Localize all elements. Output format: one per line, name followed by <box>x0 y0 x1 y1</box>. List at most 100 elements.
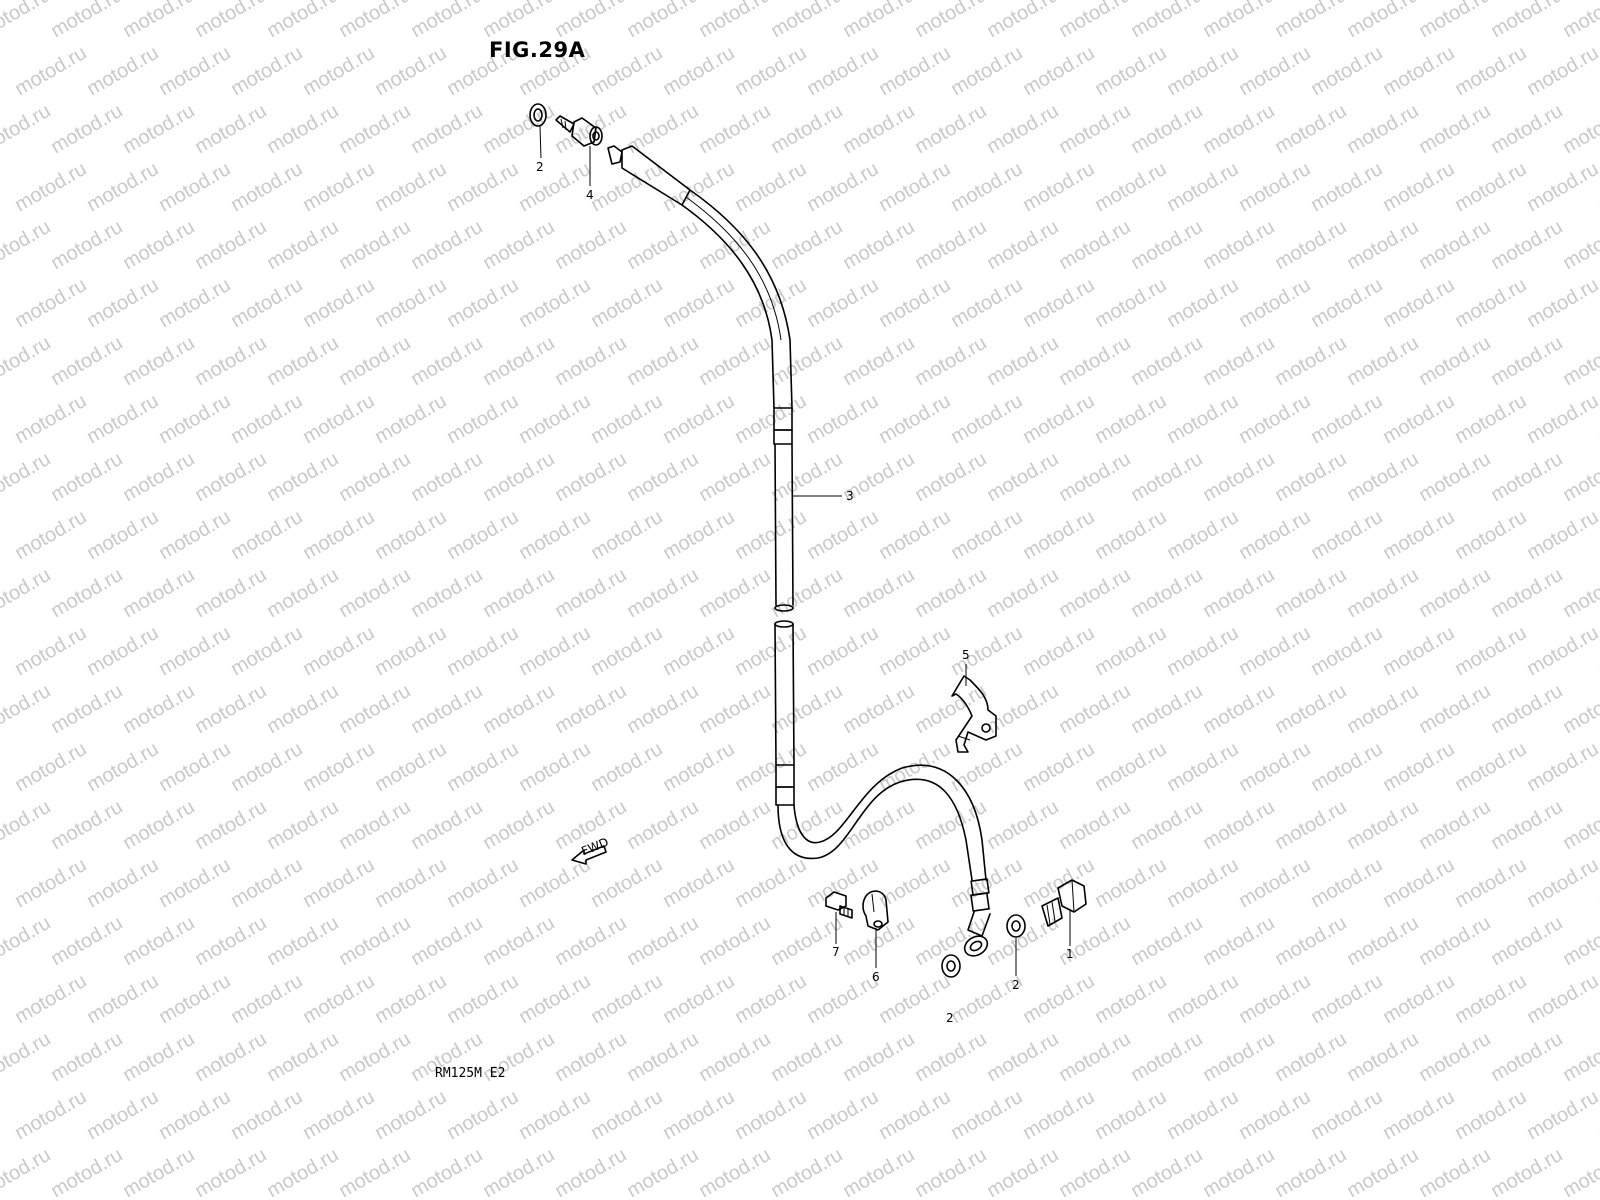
watermark-text: motod.ru <box>1451 622 1530 681</box>
watermark-text: motod.ru <box>515 970 594 1029</box>
watermark-text: motod.ru <box>299 42 378 101</box>
watermark-text: motod.ru <box>695 796 774 855</box>
watermark-text: motod.ru <box>1487 680 1566 739</box>
watermark-text: motod.ru <box>479 216 558 275</box>
watermark-text: motod.ru <box>803 738 882 797</box>
watermark-text: motod.ru <box>767 564 846 623</box>
watermark-text: motod.ru <box>587 158 666 217</box>
watermark-text: motod.ru <box>1559 680 1600 739</box>
watermark-text: motod.ru <box>515 622 594 681</box>
watermark-text: motod.ru <box>1271 1144 1350 1200</box>
watermark-text: motod.ru <box>1415 100 1494 159</box>
watermark-text: motod.ru <box>1307 42 1386 101</box>
watermark-text: motod.ru <box>731 390 810 449</box>
watermark-text: motod.ru <box>1559 0 1600 42</box>
watermark-text: motod.ru <box>515 1086 594 1145</box>
watermark-text: motod.ru <box>443 158 522 217</box>
watermark-text: motod.ru <box>227 1086 306 1145</box>
watermark-text: motod.ru <box>911 1028 990 1087</box>
watermark-text: motod.ru <box>263 0 342 42</box>
watermark-text: motod.ru <box>47 332 126 391</box>
watermark-text: motod.ru <box>1127 0 1206 42</box>
watermark-text: motod.ru <box>1019 274 1098 333</box>
watermark-text: motod.ru <box>695 1144 774 1200</box>
callout-part-2-top: 2 <box>536 160 544 174</box>
watermark-text: motod.ru <box>947 274 1026 333</box>
watermark-text: motod.ru <box>911 332 990 391</box>
watermark-text: motod.ru <box>1343 912 1422 971</box>
watermark-text: motod.ru <box>1559 564 1600 623</box>
watermark-text: motod.ru <box>1235 970 1314 1029</box>
watermark-text: motod.ru <box>83 970 162 1029</box>
watermark-text: motod.ru <box>1451 506 1530 565</box>
watermark-text: motod.ru <box>803 854 882 913</box>
watermark-text: motod.ru <box>227 506 306 565</box>
watermark-text: motod.ru <box>0 0 54 42</box>
watermark-text: motod.ru <box>1199 0 1278 42</box>
watermark-text: motod.ru <box>623 564 702 623</box>
watermark-text: motod.ru <box>767 100 846 159</box>
callout-part-1: 1 <box>1066 947 1074 961</box>
watermark-text: motod.ru <box>1271 0 1350 42</box>
watermark-text: motod.ru <box>695 332 774 391</box>
watermark-text: motod.ru <box>299 854 378 913</box>
watermark-text: motod.ru <box>227 622 306 681</box>
watermark-text: motod.ru <box>1019 42 1098 101</box>
watermark-text: motod.ru <box>1055 448 1134 507</box>
watermark-text: motod.ru <box>1235 506 1314 565</box>
watermark-text: motod.ru <box>1559 1144 1600 1200</box>
watermark-text: motod.ru <box>983 100 1062 159</box>
watermark-text: motod.ru <box>1451 970 1530 1029</box>
watermark-text: motod.ru <box>1163 506 1242 565</box>
watermark-text: motod.ru <box>335 1144 414 1200</box>
watermark-text: motod.ru <box>1271 332 1350 391</box>
watermark-text: motod.ru <box>1451 854 1530 913</box>
watermark-text: motod.ru <box>11 622 90 681</box>
watermark-text: motod.ru <box>947 622 1026 681</box>
watermark-text: motod.ru <box>1055 564 1134 623</box>
watermark-text: motod.ru <box>1343 332 1422 391</box>
watermark-text: motod.ru <box>1523 42 1600 101</box>
watermark-text: motod.ru <box>1199 100 1278 159</box>
watermark-text: motod.ru <box>1019 738 1098 797</box>
watermark-text: motod.ru <box>1091 42 1170 101</box>
watermark-text: motod.ru <box>1487 564 1566 623</box>
watermark-text: motod.ru <box>1451 274 1530 333</box>
watermark-text: motod.ru <box>659 622 738 681</box>
watermark-text: motod.ru <box>1415 0 1494 42</box>
watermark-text: motod.ru <box>587 390 666 449</box>
watermark-text: motod.ru <box>1451 390 1530 449</box>
watermark-text: motod.ru <box>1127 100 1206 159</box>
watermark-text: motod.ru <box>875 1086 954 1145</box>
watermark-text: motod.ru <box>947 390 1026 449</box>
watermark-text: motod.ru <box>263 216 342 275</box>
watermark-text: motod.ru <box>1487 0 1566 42</box>
watermark-text: motod.ru <box>587 622 666 681</box>
watermark-text: motod.ru <box>1055 0 1134 42</box>
watermark-text: motod.ru <box>1199 912 1278 971</box>
watermark-text: motod.ru <box>1523 854 1600 913</box>
watermark-text: motod.ru <box>407 564 486 623</box>
watermark-text: motod.ru <box>47 796 126 855</box>
watermark-text: motod.ru <box>299 390 378 449</box>
clamp-part-5 <box>951 675 997 753</box>
watermark-text: motod.ru <box>1271 564 1350 623</box>
watermark-text: motod.ru <box>1343 100 1422 159</box>
watermark-text: motod.ru <box>1559 332 1600 391</box>
watermark-text: motod.ru <box>767 0 846 42</box>
watermark-text: motod.ru <box>1127 1028 1206 1087</box>
watermark-text: motod.ru <box>1379 274 1458 333</box>
callout-part-6: 6 <box>872 970 880 984</box>
watermark-text: motod.ru <box>479 448 558 507</box>
watermark-text: motod.ru <box>1415 680 1494 739</box>
watermark-text: motod.ru <box>983 0 1062 42</box>
watermark-text: motod.ru <box>371 158 450 217</box>
watermark-text: motod.ru <box>1235 390 1314 449</box>
watermark-text: motod.ru <box>1127 796 1206 855</box>
watermark-text: motod.ru <box>695 1028 774 1087</box>
watermark-text: motod.ru <box>983 796 1062 855</box>
watermark-text: motod.ru <box>875 506 954 565</box>
watermark-text: motod.ru <box>1487 448 1566 507</box>
watermark-text: motod.ru <box>1487 100 1566 159</box>
watermark-text: motod.ru <box>1199 1144 1278 1200</box>
